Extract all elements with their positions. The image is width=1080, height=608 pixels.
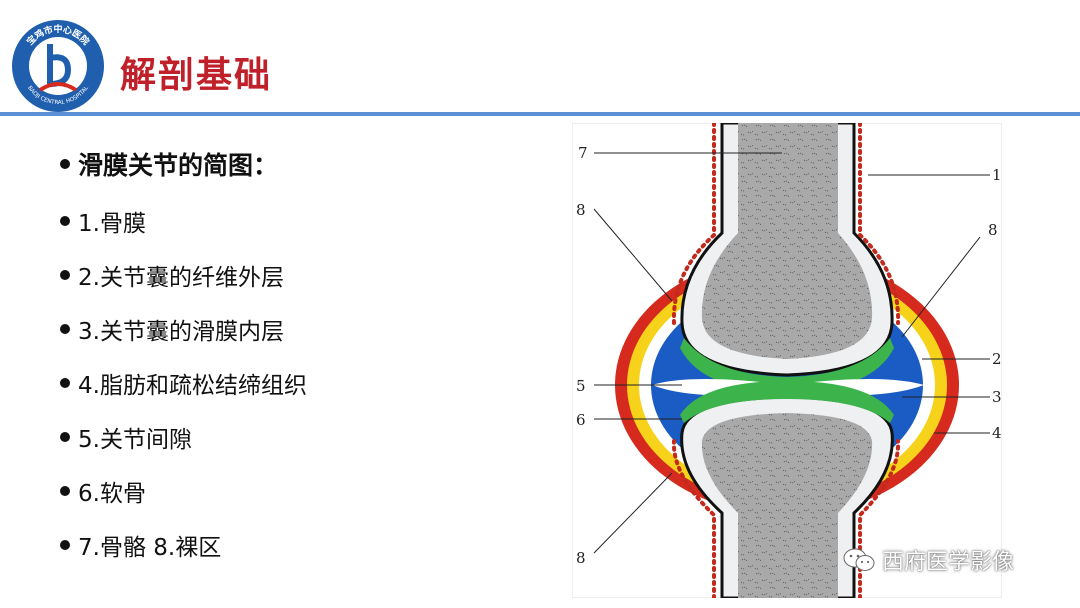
bullet-item-3: 3.关节囊的滑膜内层: [60, 302, 307, 356]
chat-bubbles-icon: [842, 546, 876, 574]
bullet-dot-icon: [60, 324, 70, 334]
bullet-dot-icon: [60, 270, 70, 280]
bullet-dot-icon: [60, 159, 70, 169]
synovial-joint-diagram: 7 1 8 8 2 5 3 6 4 8: [572, 123, 1002, 598]
bullet-dot-icon: [60, 540, 70, 550]
title-divider: [0, 112, 1080, 116]
bullet-text: 4.脂肪和疏松结缔组织: [78, 366, 307, 400]
bullet-item-1: 1.骨膜: [60, 194, 307, 248]
watermark-text: 西府医学影像: [882, 544, 1014, 576]
label-6: 6: [576, 411, 586, 429]
label-8-upper-left: 8: [576, 201, 586, 219]
bullet-item-6: 6.软骨: [60, 464, 307, 518]
bullet-heading-text: 滑膜关节的简图：: [78, 146, 278, 182]
label-8-upper-right: 8: [988, 221, 998, 239]
bullet-text: 7.骨骼 8.裸区: [78, 528, 221, 562]
bullet-dot-icon: [60, 486, 70, 496]
label-2: 2: [992, 350, 1002, 368]
bullet-text: 1.骨膜: [78, 204, 146, 238]
bullet-item-7: 7.骨骼 8.裸区: [60, 518, 307, 572]
bullet-dot-icon: [60, 216, 70, 226]
watermark: 西府医学影像: [842, 544, 1014, 576]
slide-title: 解剖基础: [120, 46, 272, 98]
bullet-item-4: 4.脂肪和疏松结缔组织: [60, 356, 307, 410]
bullet-text: 5.关节间隙: [78, 420, 192, 454]
bullet-item-2: 2.关节囊的纤维外层: [60, 248, 307, 302]
label-7: 7: [578, 144, 588, 162]
bullet-text: 3.关节囊的滑膜内层: [78, 312, 284, 346]
label-1: 1: [992, 166, 1002, 184]
bullet-heading: 滑膜关节的简图：: [60, 140, 307, 188]
bullet-text: 2.关节囊的纤维外层: [78, 258, 284, 292]
hospital-logo: 宝鸡市中心医院 BAOJI CENTRAL HOSPITAL: [10, 18, 106, 114]
bullet-text: 6.软骨: [78, 474, 146, 508]
bullet-item-5: 5.关节间隙: [60, 410, 307, 464]
bullet-list: 滑膜关节的简图： 1.骨膜 2.关节囊的纤维外层 3.关节囊的滑膜内层 4.脂肪…: [60, 140, 307, 572]
label-5: 5: [576, 377, 586, 395]
bullet-dot-icon: [60, 432, 70, 442]
label-3: 3: [992, 388, 1002, 406]
label-4: 4: [992, 424, 1002, 442]
bullet-dot-icon: [60, 378, 70, 388]
label-8-lower-left: 8: [576, 549, 586, 567]
